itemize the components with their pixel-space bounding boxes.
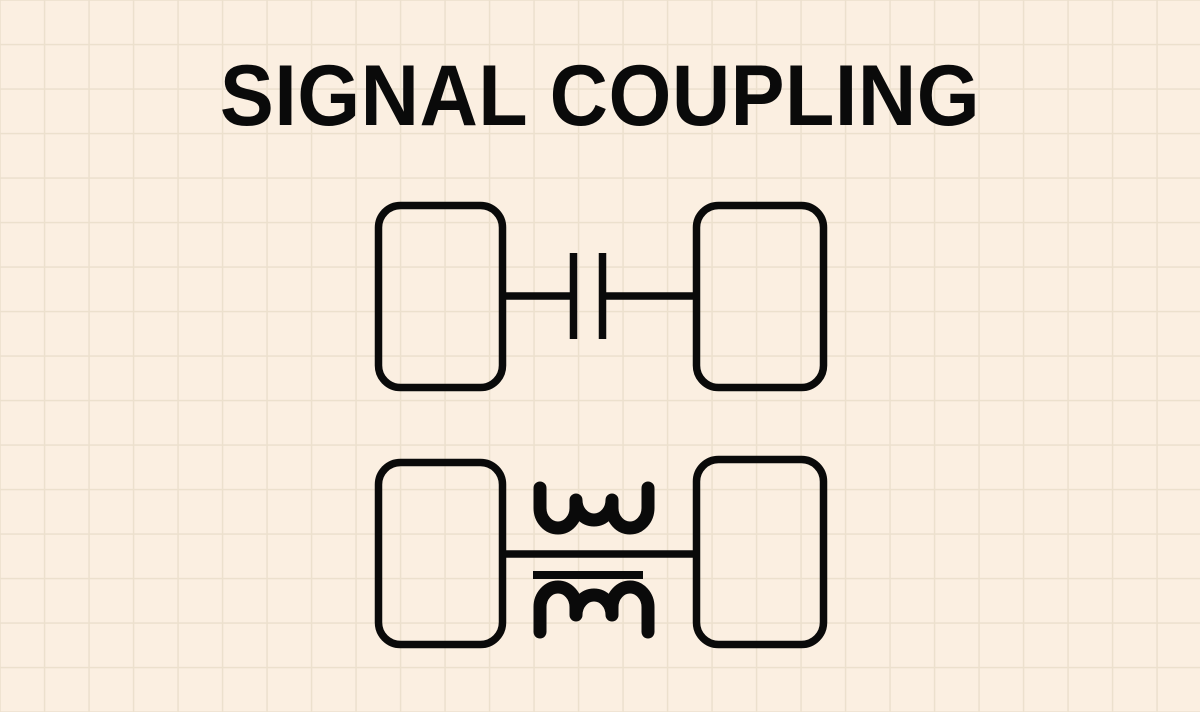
capacitor-left-block[interactable] (374, 201, 507, 392)
transformer-primary-winding (533, 481, 655, 535)
transformer-secondary-winding (533, 580, 655, 639)
row-inductive-coupling (374, 455, 828, 649)
row-capacitive-coupling (374, 201, 828, 392)
capacitor-right-block[interactable] (692, 201, 828, 392)
transformer-right-block[interactable] (692, 455, 828, 649)
transformer-left-block[interactable] (374, 458, 507, 649)
page-title: SIGNAL COUPLING (219, 48, 981, 144)
